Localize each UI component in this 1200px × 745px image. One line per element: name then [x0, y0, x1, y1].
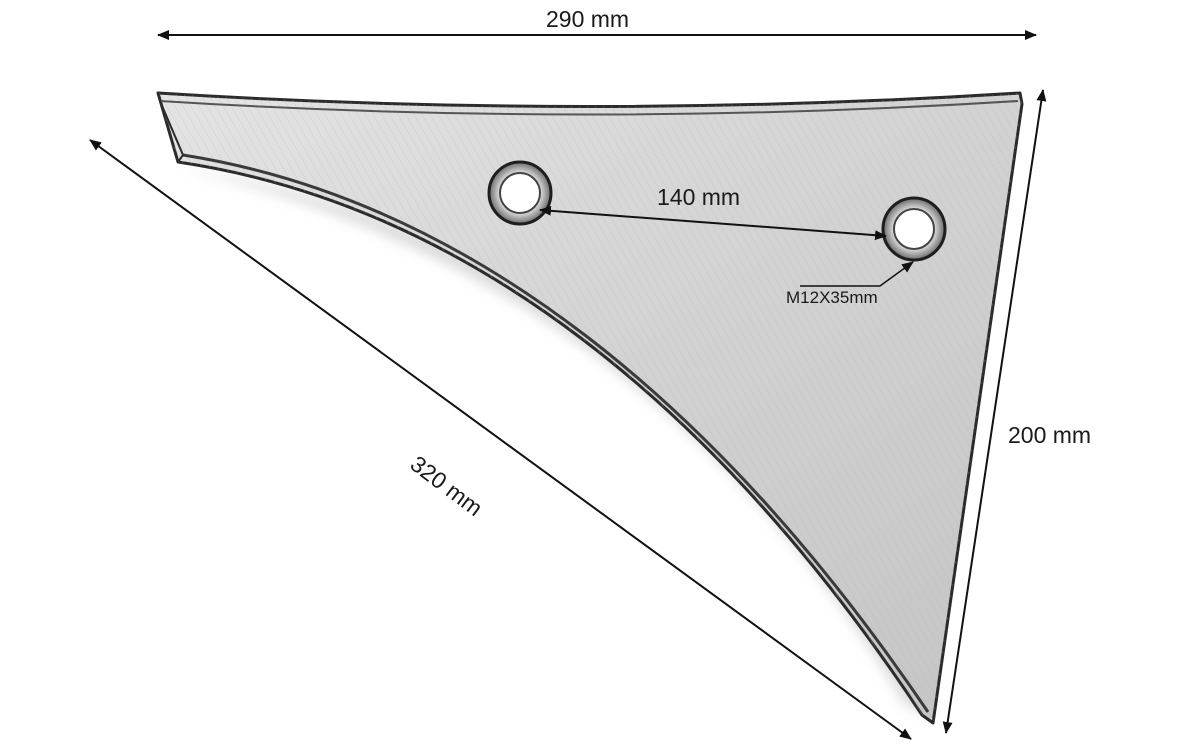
hole-spacing-label: 140 mm	[657, 184, 741, 210]
diagonal-dimension-line	[89, 139, 912, 740]
bolt-size-label: M12X35mm	[786, 288, 878, 307]
height-label: 200 mm	[1008, 422, 1092, 448]
plate-top-edge	[159, 100, 1019, 116]
height-dimension-line	[942, 89, 1047, 734]
width-label: 290 mm	[546, 6, 630, 32]
bolt-hole-left-inner	[499, 172, 541, 214]
bolt-hole-right-inner	[893, 208, 935, 250]
